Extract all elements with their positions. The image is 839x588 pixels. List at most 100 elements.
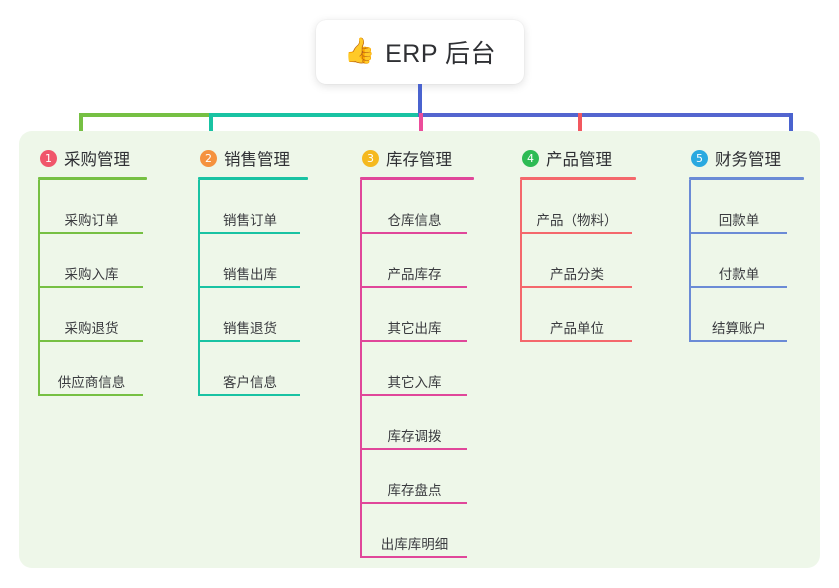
list-item-label: 回款单 (718, 213, 760, 228)
list-item[interactable]: 供应商信息 (40, 342, 143, 396)
list-item-label: 销售退货 (223, 321, 277, 336)
list-item-label: 采购入库 (64, 267, 119, 282)
list-item-label: 采购退货 (64, 321, 119, 336)
list-item[interactable]: 付款单 (691, 234, 787, 288)
list-item-label: 库存调拨 (387, 429, 442, 444)
column-title: 财务管理 (715, 151, 781, 169)
list-item[interactable]: 产品（物料） (522, 180, 632, 234)
list-item-rule (40, 394, 143, 396)
column-rail (360, 180, 362, 558)
list-item[interactable]: 其它出库 (362, 288, 467, 342)
list-item-label: 供应商信息 (57, 375, 126, 390)
list-item[interactable]: 出库库明细 (362, 504, 467, 558)
thumbs-up-icon: 👍 (343, 36, 376, 65)
list-item[interactable]: 采购入库 (40, 234, 143, 288)
column-item-list: 产品（物料） 产品分类产品单位 (520, 180, 672, 342)
list-item-label: 销售出库 (223, 267, 277, 282)
list-item-label: 出库库明细 (380, 537, 449, 552)
list-item[interactable]: 采购订单 (40, 180, 143, 234)
list-item-rule (362, 448, 467, 450)
diagram-panel (19, 131, 820, 568)
list-item-rule (362, 340, 467, 342)
column-item-list: 回款单付款单结算账户 (689, 180, 824, 342)
column-header-rule (689, 177, 804, 180)
list-item-rule (522, 340, 632, 342)
column-item-list: 采购订单采购入库采购退货供应商信息 (38, 180, 186, 396)
list-item[interactable]: 销售订单 (200, 180, 300, 234)
list-item-label: 产品单位 (550, 321, 604, 336)
connector-bus-segment-2 (210, 113, 420, 117)
list-item-rule (362, 556, 467, 558)
column-header[interactable]: 1 采购管理 (38, 146, 186, 170)
list-item-label: 其它入库 (387, 375, 442, 390)
list-item-rule (362, 502, 467, 504)
column-rail (689, 180, 691, 342)
list-item[interactable]: 产品单位 (522, 288, 632, 342)
list-item-label: 库存盘点 (387, 483, 442, 498)
list-item-label: 客户信息 (223, 375, 277, 390)
column-title: 销售管理 (224, 151, 290, 169)
list-item-rule (200, 286, 300, 288)
list-item[interactable]: 回款单 (691, 180, 787, 234)
list-item[interactable]: 客户信息 (200, 342, 300, 396)
column-number-badge: 5 (691, 149, 708, 167)
column-header[interactable]: 5 财务管理 (689, 146, 824, 170)
column-number-badge: 1 (40, 149, 57, 167)
list-item-label: 销售订单 (223, 213, 277, 228)
list-item[interactable]: 产品库存 (362, 234, 467, 288)
root-node-card[interactable]: 👍 ERP 后台 (316, 20, 524, 84)
column-sales: 2 销售管理销售订单销售出库销售退货客户信息 (198, 146, 340, 396)
root-title: ERP 后台 (385, 40, 497, 68)
list-item-rule (200, 232, 300, 234)
column-header[interactable]: 2 销售管理 (198, 146, 340, 170)
column-title: 采购管理 (64, 151, 130, 169)
column-item-list: 销售订单销售出库销售退货客户信息 (198, 180, 340, 396)
list-item[interactable]: 采购退货 (40, 288, 143, 342)
list-item[interactable]: 其它入库 (362, 342, 467, 396)
list-item[interactable]: 仓库信息 (362, 180, 467, 234)
column-number-badge: 2 (200, 149, 217, 167)
list-item-rule (40, 340, 143, 342)
column-rail (38, 180, 40, 396)
list-item-rule (522, 286, 632, 288)
list-item-rule (200, 394, 300, 396)
list-item-label: 采购订单 (64, 213, 119, 228)
column-item-list: 仓库信息产品库存其它出库其它入库库存调拨库存盘点出库库明细 (360, 180, 510, 558)
column-header[interactable]: 3 库存管理 (360, 146, 510, 170)
column-rail (198, 180, 200, 396)
list-item-label: 其它出库 (387, 321, 442, 336)
list-item[interactable]: 销售退货 (200, 288, 300, 342)
list-item-label: 产品分类 (550, 267, 604, 282)
column-header-rule (360, 177, 474, 180)
column-number-badge: 3 (362, 149, 379, 167)
list-item[interactable]: 销售出库 (200, 234, 300, 288)
column-inventory: 3 库存管理仓库信息产品库存其它出库其它入库库存调拨库存盘点出库库明细 (360, 146, 510, 558)
list-item[interactable]: 库存盘点 (362, 450, 467, 504)
list-item-label: 结算账户 (712, 321, 766, 336)
list-item-rule (522, 232, 632, 234)
list-item-label: 产品（物料） (536, 213, 618, 228)
list-item-rule (691, 232, 787, 234)
list-item-rule (362, 286, 467, 288)
list-item-rule (200, 340, 300, 342)
list-item-label: 仓库信息 (387, 213, 442, 228)
list-item-rule (691, 286, 787, 288)
list-item-rule (40, 286, 143, 288)
column-title: 库存管理 (386, 151, 452, 169)
column-purchase: 1 采购管理采购订单采购入库采购退货供应商信息 (38, 146, 186, 396)
connector-root-stem (418, 84, 422, 115)
column-header-rule (520, 177, 636, 180)
list-item[interactable]: 结算账户 (691, 288, 787, 342)
list-item-label: 付款单 (718, 267, 760, 282)
list-item[interactable]: 产品分类 (522, 234, 632, 288)
connector-bus-segment-1 (79, 113, 212, 117)
list-item-rule (691, 340, 787, 342)
column-number-badge: 4 (522, 149, 539, 167)
list-item-rule (362, 232, 467, 234)
list-item-rule (362, 394, 467, 396)
connector-bus-segment-3 (418, 113, 792, 117)
list-item[interactable]: 库存调拨 (362, 396, 467, 450)
list-item-label: 产品库存 (387, 267, 442, 282)
